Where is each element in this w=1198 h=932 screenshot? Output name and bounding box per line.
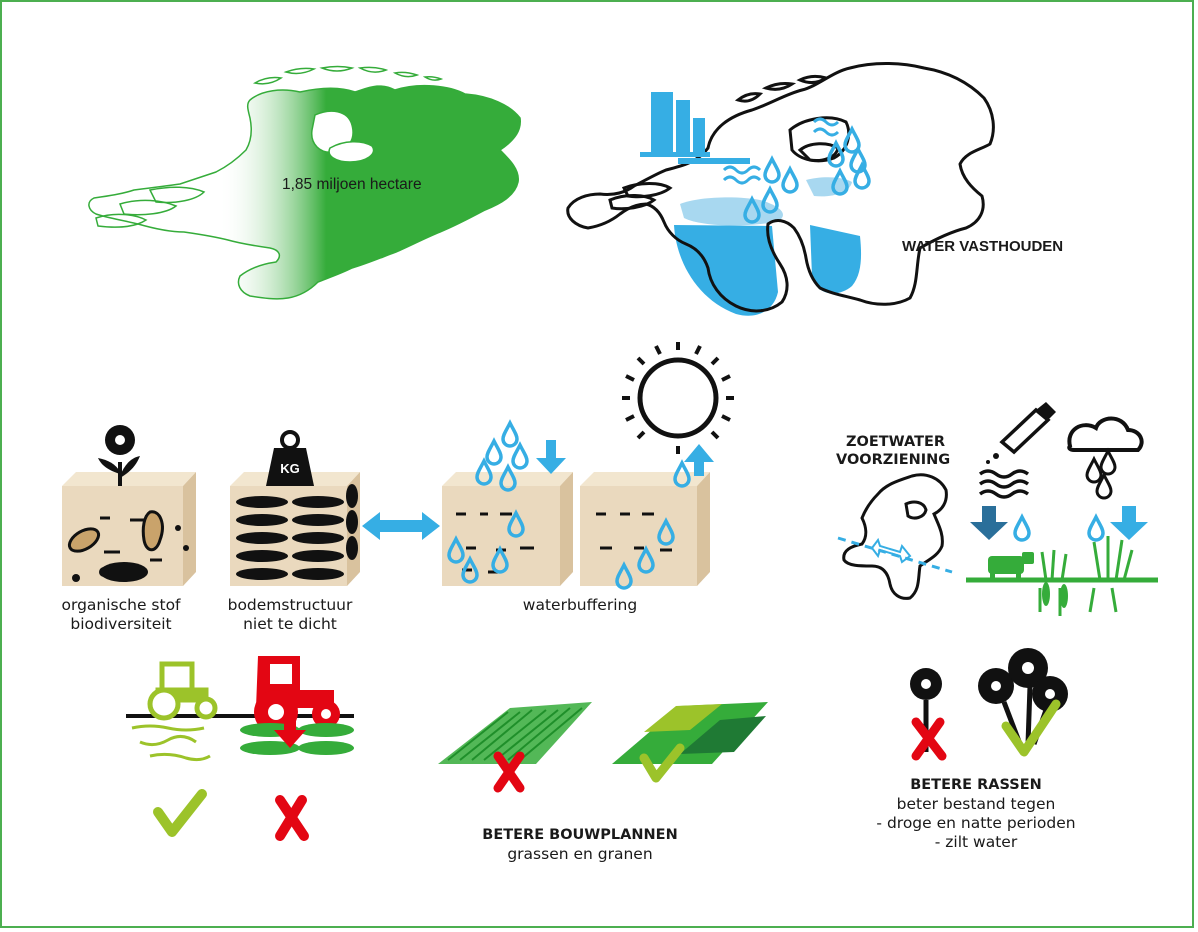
root-carrots-icon: [1042, 582, 1068, 608]
freshwater-supply: [837, 402, 1158, 616]
flow-arrow-icon: [870, 537, 912, 564]
check-mark-icon: [153, 789, 207, 837]
water-retention-map: WATER VASTHOUDEN: [566, 62, 1063, 316]
city-skyline-icon: [640, 92, 750, 164]
lake-light-right: [806, 177, 852, 197]
organic-label-line1: organische stof: [61, 596, 181, 614]
rotation-field-light: [644, 704, 722, 732]
weight-icon: KG: [266, 430, 314, 486]
varieties-title: BETERE RASSEN: [910, 777, 1042, 793]
cross-mark-icon: [275, 795, 309, 841]
rotation-title: BETERE BOUWPLANNEN: [482, 827, 678, 843]
structure-label-line1: bodemstructuur: [227, 596, 353, 614]
heavy-tractor-icon: [254, 656, 340, 734]
better-varieties: [910, 648, 1068, 761]
monoculture-hatch: [447, 707, 583, 761]
light-tractor-icon: [147, 661, 218, 721]
soil-cube-organic: [62, 425, 196, 586]
wadden-islands-outline: [734, 74, 830, 103]
organic-label-line2: biodiversiteit: [70, 615, 172, 633]
varieties-label: BETERE RASSEN beter bestand tegen - drog…: [856, 776, 1096, 852]
zeeland-delta: [95, 186, 206, 228]
river-wave-icon: [978, 469, 1030, 499]
strong-flower-icon: [978, 648, 1068, 745]
irrigation-tube-icon: [986, 402, 1056, 464]
sun-icon: [622, 342, 734, 454]
mini-ijsselmeer: [904, 500, 928, 520]
tractor-comparison: [126, 656, 354, 841]
pressure-arrow-icon: [274, 716, 306, 748]
soil-life-icon: [67, 510, 189, 582]
weight-label: KG: [280, 461, 300, 476]
freshwater-title: ZOETWATER VOORZIENING: [836, 433, 976, 469]
water-drop-icon: [1013, 515, 1031, 542]
agricultural-area-shape: [88, 84, 521, 300]
rotation-check-icon: [639, 743, 685, 783]
netherlands-agriculture-map: 1,85 miljoen hectare: [88, 65, 521, 300]
strong-flower-check-icon: [1001, 699, 1061, 757]
monoculture-field: [438, 702, 592, 764]
crop-rotation: [438, 702, 768, 793]
down-arrow-light-icon: [1110, 506, 1148, 540]
water-shape-right: [810, 225, 862, 294]
crop-plants-icon: [1038, 536, 1134, 616]
water-buffer-label: waterbuffering: [522, 596, 638, 614]
arrow-up-icon: [684, 444, 714, 476]
monoculture-cross-icon: [493, 751, 525, 793]
netherlands-outline: [566, 62, 995, 313]
wave-icon: [722, 117, 840, 185]
soil-cube-evaporation: [580, 342, 734, 590]
delta-islands-outline: [608, 182, 673, 211]
soil-cube-compacted: KG: [230, 430, 360, 586]
map-area-label: 1,85 miljoen hectare: [282, 176, 422, 193]
varieties-line3: - zilt water: [934, 833, 1018, 851]
organic-label: organische stof biodiversiteit: [56, 596, 186, 634]
double-arrow-icon: [362, 512, 440, 540]
rain-cloud-icon: [1067, 416, 1144, 500]
arrow-down-icon: [536, 440, 566, 474]
soil-cubes: KG: [62, 342, 734, 590]
rotation-label: BETERE BOUWPLANNEN grassen en granen: [470, 826, 690, 864]
water-drop-icon-2: [1087, 515, 1105, 542]
flower-icon: [98, 425, 140, 486]
rotation-subtitle: grassen en granen: [507, 845, 653, 863]
rotation-field-dark: [680, 716, 766, 754]
weak-flower-cross-icon: [911, 717, 947, 761]
structure-label-line2: niet te dicht: [243, 615, 337, 633]
varieties-line2: - droge en natte perioden: [876, 814, 1076, 832]
mini-netherlands-outline: [842, 473, 948, 600]
freshwater-title-line1: ZOETWATER: [846, 434, 946, 450]
soil-pores-pattern-2: [596, 512, 672, 552]
cow-icon: [988, 552, 1034, 580]
down-arrow-dark-icon: [970, 506, 1008, 540]
water-shape-left: [674, 225, 778, 316]
loose-soil-roots-icon: [131, 724, 211, 762]
water-retention-title: WATER VASTHOUDEN: [902, 238, 1063, 255]
compacted-soil-pattern: [236, 484, 358, 580]
varieties-line1: beter bestand tegen: [896, 795, 1056, 813]
rotation-field: [612, 702, 768, 764]
freshwater-title-line2: VOORZIENING: [836, 452, 951, 468]
wadden-islands: [252, 65, 444, 85]
inland-lakes: [311, 110, 375, 163]
soil-cube-infiltration: [442, 421, 573, 586]
structure-label: bodemstructuur niet te dicht: [220, 596, 360, 634]
